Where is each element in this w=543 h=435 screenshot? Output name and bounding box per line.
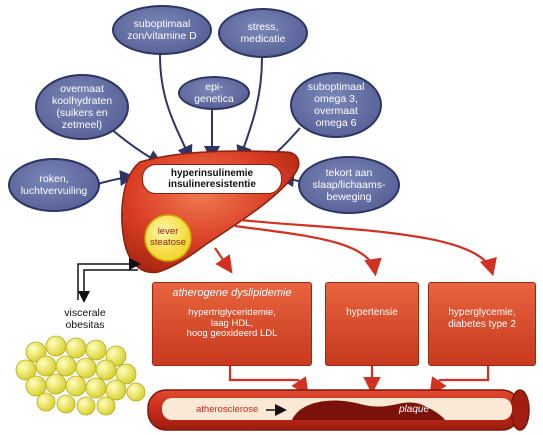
- effect-hyperglycemie: hyperglycemie, diabetes type 2: [428, 282, 536, 366]
- steatose-label: lever steatose: [150, 226, 186, 248]
- cause-slaap-beweging: tekort aan slaap/lichaams- beweging: [298, 156, 400, 214]
- arrow-stress: [236, 57, 263, 162]
- arrow-to-hypertensie: [234, 224, 382, 277]
- plaque-shape: [292, 400, 445, 420]
- arrow-vitamine-d: [159, 54, 193, 162]
- cause-stress-medicatie: stress, medicatie: [218, 8, 308, 58]
- visceral-fat: [15, 335, 146, 416]
- effect-dyslipidemie: atherogene dyslipidemie hypertriglycerid…: [152, 282, 312, 366]
- arrow-effect1-to-vessel: [228, 365, 309, 396]
- arrow-effect3-to-vessel: [429, 365, 490, 396]
- steatose-circle: [144, 214, 192, 262]
- arrow-to-hyperglycemie: [239, 218, 497, 277]
- cause-koolhydraten: overmaat koolhydraten (suikers en zetmee…: [35, 74, 129, 140]
- effect-arrows: [214, 218, 497, 396]
- arrow-to-dyslipidemie: [214, 247, 233, 274]
- arrow-koolhydraten: [109, 127, 164, 165]
- visceral-arrows: [77, 258, 141, 303]
- effect-hypertensie: hypertensie: [325, 282, 419, 366]
- visceral-obesity-label: viscerale obesitas: [64, 306, 106, 331]
- cause-vitamine-d: suboptimaal zon/vitamine D: [112, 5, 212, 55]
- blood-vessel: [147, 389, 530, 431]
- hyperinsulinemie-text: hyperinsulinemie: [170, 167, 254, 179]
- arrow-visceral-down: [78, 269, 138, 303]
- cause-roken: roken, luchtvervuiling: [8, 158, 100, 212]
- effect-hypertensie-title: hypertensie: [346, 307, 398, 318]
- cause-epigenetica: epi-genetica: [178, 76, 250, 110]
- insulineresistentie-text: insulineresistentie: [168, 179, 256, 190]
- cause-omega: suboptimaal omega 3, overmaat omega 6: [290, 72, 382, 138]
- atherosclerose-label: atherosclerose: [196, 403, 259, 415]
- arrow-visceral-up: [77, 258, 141, 300]
- liver-label: hyperinsulinemie insulineresistentie: [142, 164, 282, 194]
- effect-dyslipidemie-body: hypertriglyceridemie, laag HDL, hoog geo…: [186, 306, 278, 340]
- plaque-label: plaque: [398, 404, 430, 416]
- effect-dyslipidemie-title: atherogene dyslipidemie: [172, 287, 292, 299]
- effect-hyperglycemie-body: hyperglycemie, diabetes type 2: [448, 307, 516, 330]
